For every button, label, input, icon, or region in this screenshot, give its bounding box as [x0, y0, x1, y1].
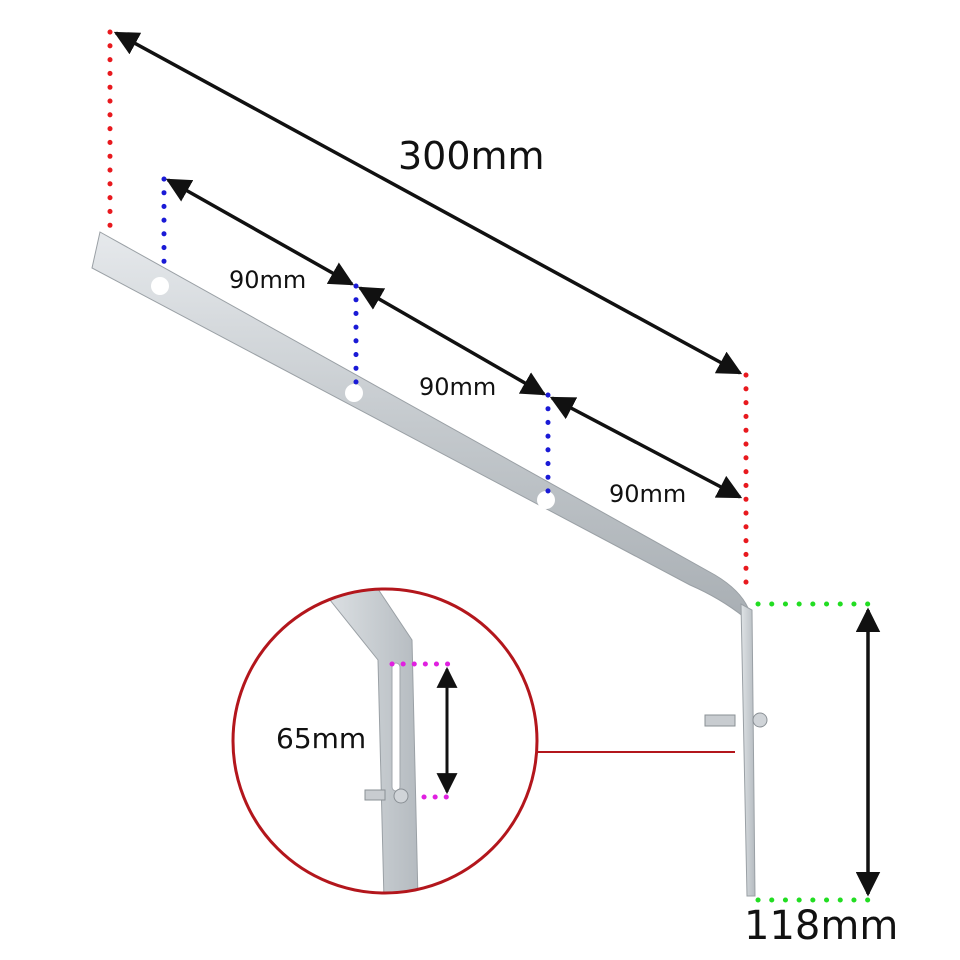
bolt-icon [704, 714, 736, 727]
hole-spacing-label-1: 90mm [229, 266, 307, 294]
hole-spacing-arrow-3 [549, 396, 743, 499]
hole-1 [151, 277, 169, 295]
hole-spacing-arrow-2 [357, 286, 547, 396]
hole-2 [345, 384, 363, 402]
hole-3 [537, 491, 555, 509]
hole-spacing-label-2: 90mm [419, 373, 497, 401]
hole-spacing-label-3: 90mm [609, 480, 687, 508]
bracket-arm [91, 231, 749, 618]
slot-length-label: 65mm [276, 722, 367, 755]
leg-height-label: 118mm [744, 903, 899, 949]
adjustment-slot [391, 662, 401, 792]
overall-length-arrow [113, 31, 743, 375]
bracket-leg [704, 603, 768, 897]
screw-head-icon [752, 712, 768, 728]
hole-spacing-arrow-1 [165, 178, 355, 286]
overall-length-label: 300mm [398, 134, 545, 178]
slot-detail-callout [231, 587, 539, 895]
